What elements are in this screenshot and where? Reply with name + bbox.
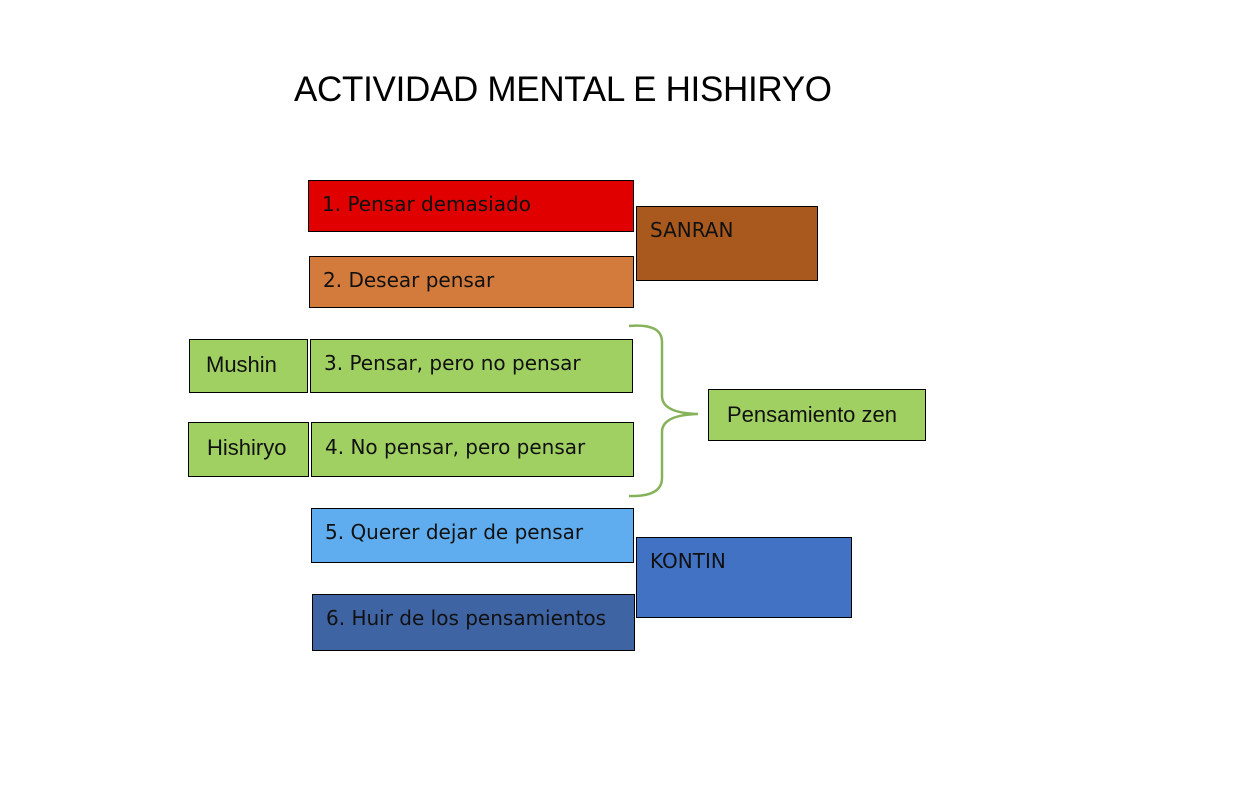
hishiryo-label: Hishiryo	[207, 435, 287, 460]
step-5-box: 5. Querer dejar de pensar	[311, 508, 634, 563]
kontin-box: KONTIN	[636, 537, 852, 618]
step-4-label: 4. No pensar, pero pensar	[325, 435, 586, 459]
mushin-box: Mushin	[189, 339, 308, 393]
sanran-label: SANRAN	[650, 218, 734, 242]
kontin-label: KONTIN	[650, 549, 726, 573]
step-2-label: 2. Desear pensar	[323, 268, 495, 292]
step-3-box: 3. Pensar, pero no pensar	[310, 339, 633, 393]
brace-path	[628, 324, 699, 498]
step-3-label: 3. Pensar, pero no pensar	[324, 351, 581, 375]
step-4-box: 4. No pensar, pero pensar	[311, 422, 634, 477]
step-6-box: 6. Huir de los pensamientos	[312, 594, 635, 651]
step-1-box: 1. Pensar demasiado	[308, 180, 634, 232]
step-1-label: 1. Pensar demasiado	[322, 192, 531, 216]
hishiryo-box: Hishiryo	[188, 422, 309, 477]
mushin-label: Mushin	[206, 352, 277, 377]
step-6-label: 6. Huir de los pensamientos	[326, 606, 607, 630]
sanran-box: SANRAN	[636, 206, 818, 281]
pensamiento-zen-box: Pensamiento zen	[708, 389, 926, 441]
diagram-title: ACTIVIDAD MENTAL E HISHIRYO	[294, 70, 832, 109]
pensamiento-zen-label: Pensamiento zen	[727, 402, 897, 427]
step-5-label: 5. Querer dejar de pensar	[325, 520, 584, 544]
curly-brace	[628, 324, 699, 498]
step-2-box: 2. Desear pensar	[309, 256, 634, 308]
